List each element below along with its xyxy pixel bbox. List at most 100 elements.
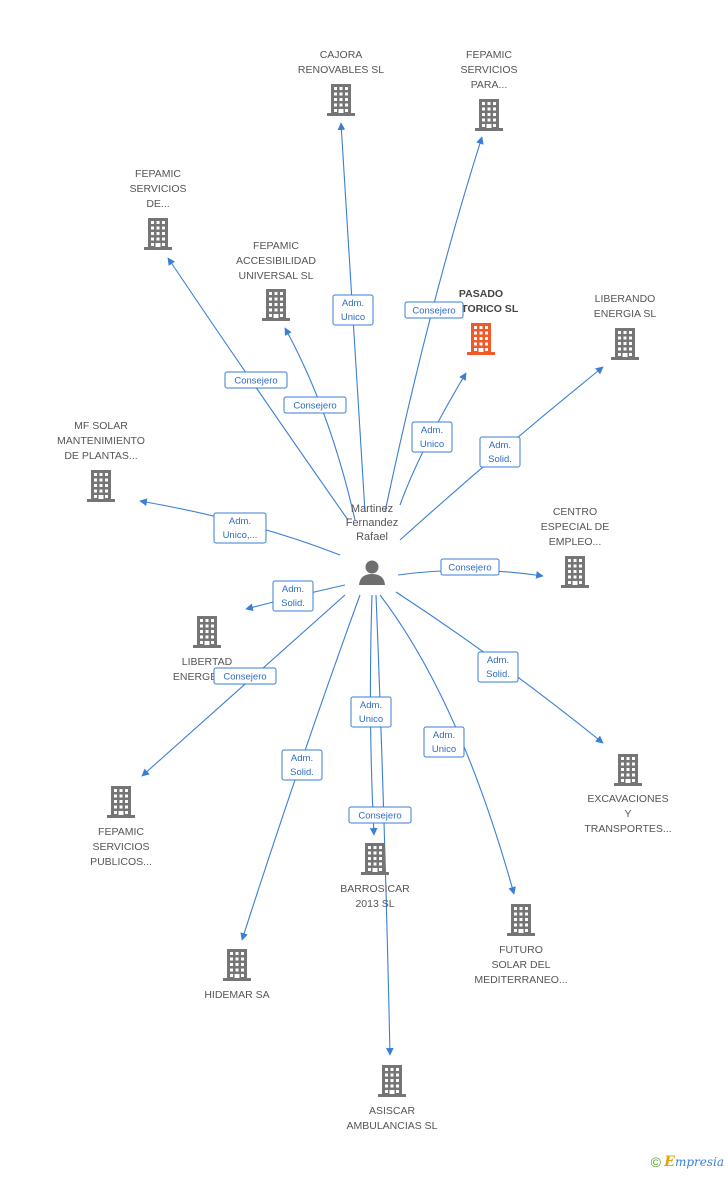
- building-icon: [262, 289, 290, 321]
- company-name: EXCAVACIONES: [587, 793, 668, 805]
- company-name: UNIVERSAL SL: [239, 270, 314, 282]
- role-label-text: Consejero: [358, 811, 401, 822]
- role-label-text: Consejero: [234, 376, 277, 387]
- company-node-excavaciones[interactable]: EXCAVACIONESYTRANSPORTES...: [584, 754, 672, 835]
- building-icon: [107, 786, 135, 818]
- role-label-text: Adm.: [433, 730, 455, 741]
- edge-fepamic-servicios-de[interactable]: [167, 257, 349, 521]
- role-label-box[interactable]: Consejero: [440, 558, 500, 576]
- company-name: MEDITERRANEO...: [474, 974, 567, 986]
- company-name: ACCESIBILIDAD: [236, 255, 316, 267]
- company-node-mf-solar[interactable]: MF SOLAR MANTENIMIENTO DE PLANTAS...: [57, 420, 145, 502]
- role-label-box[interactable]: Adm.Unico: [332, 294, 374, 326]
- role-label-text: Consejero: [448, 563, 491, 574]
- company-name: FEPAMIC: [135, 168, 181, 180]
- building-icon: [327, 84, 355, 116]
- company-name: CENTRO: [553, 506, 597, 518]
- role-label-text: Adm.: [489, 440, 511, 451]
- role-label-box[interactable]: Adm.Unico,...: [213, 512, 267, 544]
- company-node-hidemar[interactable]: HIDEMAR SA: [204, 949, 270, 1001]
- role-label-text: Adm.: [342, 298, 364, 309]
- building-icon: [193, 616, 221, 648]
- role-label-text: Adm.: [229, 516, 251, 527]
- company-name: DE PLANTAS...: [64, 450, 137, 462]
- role-label-border: [348, 806, 412, 824]
- edge-fepamic-accesibilidad[interactable]: [284, 327, 356, 521]
- company-name: SERVICIOS: [93, 841, 150, 853]
- role-label-text: Consejero: [412, 306, 455, 317]
- footer-brand[interactable]: © Empresia: [651, 1154, 724, 1170]
- edge-asiscar[interactable]: [375, 594, 394, 1056]
- role-label-box[interactable]: Adm. Solid.: [281, 749, 323, 781]
- role-label-border: [281, 749, 323, 781]
- building-icon: [467, 323, 495, 355]
- role-label-box[interactable]: Consejero: [348, 806, 412, 824]
- role-label-box[interactable]: Adm.Unico: [411, 421, 453, 453]
- building-icon: [223, 949, 251, 981]
- role-label-box[interactable]: Adm. Solid.: [479, 436, 521, 468]
- role-label-box[interactable]: Adm.Unico: [350, 696, 392, 728]
- company-name: LIBERTAD: [182, 656, 233, 668]
- role-label-border: [332, 294, 374, 326]
- role-label-border: [213, 667, 277, 685]
- company-name: PUBLICOS...: [90, 856, 152, 868]
- role-label-box[interactable]: Consejero: [283, 396, 347, 414]
- role-label-box[interactable]: Adm. Unico: [423, 726, 465, 758]
- role-label-border: [423, 726, 465, 758]
- company-name: MANTENIMIENTO: [57, 435, 145, 447]
- company-name: RENOVABLES SL: [298, 64, 384, 76]
- edge-line: [141, 594, 346, 777]
- building-icon: [507, 904, 535, 936]
- role-label-border: [440, 558, 500, 576]
- company-name: MF SOLAR: [74, 420, 128, 432]
- company-name: LIBERANDO: [595, 293, 656, 305]
- company-name: AMBULANCIAS SL: [346, 1120, 437, 1132]
- role-label-box[interactable]: Adm.Solid.: [477, 651, 519, 683]
- building-icon: [614, 754, 642, 786]
- role-label-box[interactable]: Consejero: [224, 371, 288, 389]
- company-node-fepamic-servicios-para[interactable]: FEPAMICSERVICIOSPARA...: [461, 49, 518, 131]
- role-label-text: Adm.: [291, 753, 313, 764]
- role-label-text: Solid.: [281, 598, 305, 609]
- company-name: EMPLEO...: [549, 536, 602, 548]
- company-name: PARA...: [471, 79, 508, 91]
- edge-fepamic-servicios-para[interactable]: [384, 136, 484, 513]
- company-name: FEPAMIC: [466, 49, 512, 61]
- company-name: HIDEMAR SA: [204, 989, 269, 1001]
- company-node-fepamic-servicios-de[interactable]: FEPAMICSERVICIOSDE...: [130, 168, 187, 250]
- role-label-box[interactable]: Consejero: [213, 667, 277, 685]
- building-icon: [144, 218, 172, 250]
- role-label-box[interactable]: Adm. Solid.: [272, 580, 314, 612]
- building-icon: [611, 328, 639, 360]
- role-label-border: [213, 512, 267, 544]
- building-icon: [361, 843, 389, 875]
- company-name: FUTURO: [499, 944, 543, 956]
- role-label-border: [404, 301, 464, 319]
- building-icon: [475, 99, 503, 131]
- edge-fepamic-publicos[interactable]: [141, 594, 346, 777]
- copyright-symbol: ©: [650, 1154, 661, 1170]
- building-icon: [561, 556, 589, 588]
- role-label-text: Unico: [359, 714, 383, 725]
- role-label-text: Unico: [432, 744, 456, 755]
- company-node-fepamic-publicos[interactable]: FEPAMICSERVICIOSPUBLICOS...: [90, 786, 152, 868]
- role-label-box[interactable]: Consejero: [404, 301, 464, 319]
- edge-futuro-solar[interactable]: [379, 594, 516, 895]
- company-name: TRANSPORTES...: [584, 823, 671, 835]
- role-label-text: Solid.: [488, 454, 512, 465]
- role-label-text: Adm.: [282, 584, 304, 595]
- person-name: Martinez: [351, 503, 393, 515]
- role-label-text: Solid.: [290, 767, 314, 778]
- person-name: Fernandez: [346, 517, 399, 529]
- role-label-text: Adm.: [421, 425, 443, 436]
